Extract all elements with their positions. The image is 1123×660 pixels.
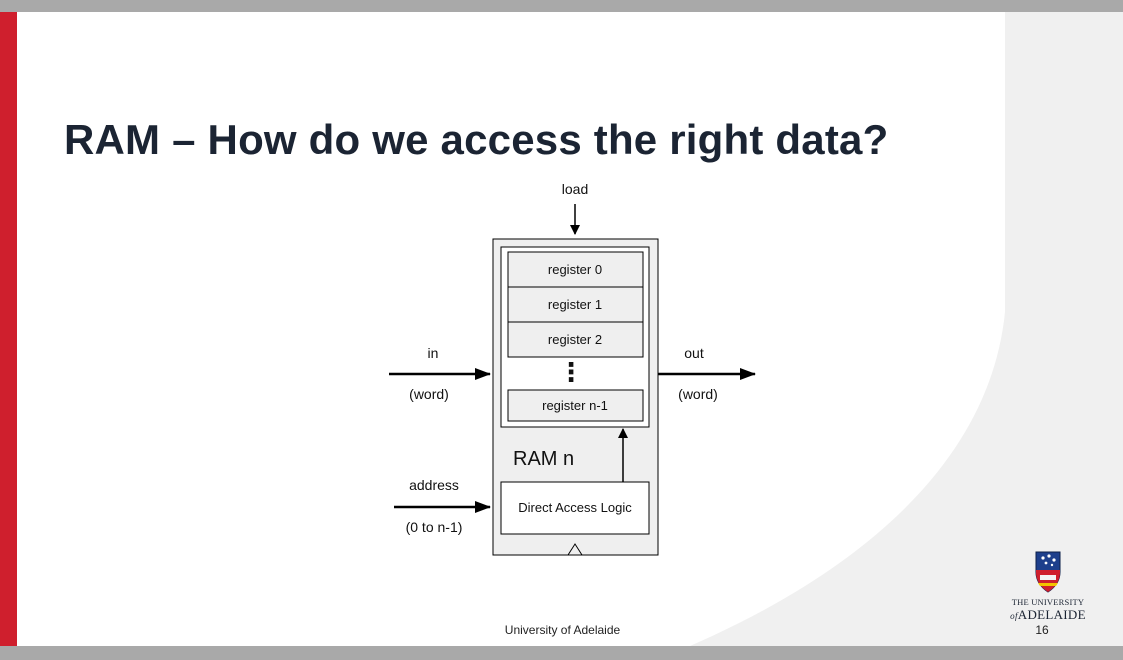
out-sub-label: (word)	[678, 386, 718, 402]
in-sub-label: (word)	[409, 386, 449, 402]
register-0-box	[507, 251, 644, 288]
register-n-1-box	[507, 389, 644, 422]
ram-diagram: load register 0 register 1 register 2 ⋮ …	[389, 181, 756, 556]
load-label: load	[562, 181, 588, 197]
slide-title: RAM – How do we access the right data?	[64, 116, 889, 163]
in-label: in	[428, 345, 439, 361]
logo-line-adelaide: ofADELAIDE	[1005, 607, 1091, 623]
register-1-box	[507, 286, 644, 323]
slide: RAM – How do we access the right data? l…	[0, 12, 1123, 646]
register-2-box	[507, 321, 644, 358]
direct-access-logic-box	[500, 481, 650, 535]
background-swoosh	[690, 12, 1123, 646]
register-0-label: register 0	[548, 262, 602, 277]
out-label: out	[684, 345, 704, 361]
ram-label: RAM n	[513, 448, 574, 470]
register-1-label: register 1	[548, 297, 602, 312]
register-ellipsis: ⋮	[558, 357, 584, 387]
direct-access-logic-label: Direct Access Logic	[518, 500, 632, 515]
logo-adelaide: ADELAIDE	[1017, 607, 1086, 622]
logo-line-university: THE UNIVERSITY	[1011, 597, 1085, 607]
register-n-1-label: register n-1	[542, 398, 608, 413]
register-2-label: register 2	[548, 332, 602, 347]
page-number: 16	[1035, 623, 1049, 637]
address-label: address	[409, 477, 459, 493]
address-sub-label: (0 to n-1)	[406, 519, 463, 535]
footer-text: University of Adelaide	[504, 623, 621, 637]
accent-bar	[0, 12, 17, 646]
university-crest-icon	[1035, 551, 1061, 593]
logo-of: of	[1010, 611, 1018, 621]
university-logo: THE UNIVERSITY ofADELAIDE	[1005, 550, 1091, 622]
clock-triangle-icon	[567, 543, 583, 556]
